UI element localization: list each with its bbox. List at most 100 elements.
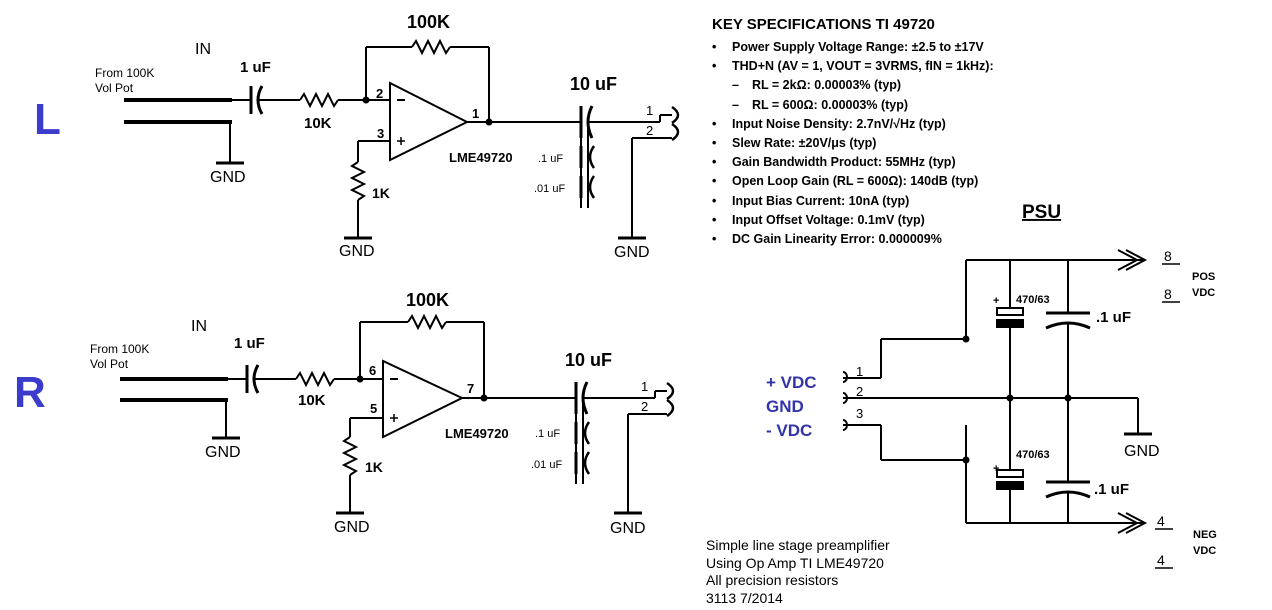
spec-bullet: • [712,136,717,151]
spec-item: –RL = 600Ω: 0.00003% (typ) [712,96,1032,115]
psu-ecap-lower-plus: + [993,463,999,475]
psu-pin-2: 2 [856,384,863,399]
spec-bullet: – [732,97,739,112]
psu-ecap-upper-plus: + [993,295,999,307]
right-pin-noninv: 5 [370,401,377,416]
right-opamp-label: LME49720 [445,426,509,441]
left-gnd-output: GND [614,244,650,261]
key-specifications: KEY SPECIFICATIONS TI 49720 • Power Suppl… [712,16,1032,249]
right-in-label: IN [191,318,207,335]
right-feedback-res-label: 100K [406,290,449,310]
psu-input-pos: + VDC [766,373,817,392]
right-pin-inv: 6 [369,363,376,378]
psu-pos-pin-a: 8 [1164,248,1172,264]
right-gnd-output: GND [610,520,646,537]
spec-text: DC Gain Linearity Error: 0.000009% [732,232,942,247]
psu-input-neg: - VDC [766,421,812,440]
left-bypass-cap-1: .1 uF [538,153,563,165]
right-gnd-res: GND [334,519,370,536]
spec-text: Input Noise Density: 2.7nV/√Hz (typ) [732,116,946,131]
psu-pos-label-2: VDC [1192,287,1215,299]
right-jack-pin-2: 2 [641,399,648,414]
spec-bullet: • [712,212,717,227]
left-opamp-label: LME49720 [449,150,513,165]
spec-bullet: • [712,116,717,131]
spec-bullet: • [712,174,717,189]
right-jack-pin-1: 1 [641,379,648,394]
psu-ecap-lower-label: 470/63 [1016,449,1050,461]
left-source-line2: Vol Pot [95,81,134,95]
spec-text: Power Supply Voltage Range: ±2.5 to ±17V [732,40,984,54]
psu-gnd: GND [1124,443,1160,460]
right-source-line2: Vol Pot [90,357,129,371]
design-notes: Simple line stage preamplifier Using Op … [706,537,890,607]
spec-item: –RL = 2kΩ: 0.00003% (typ) [712,76,1032,95]
left-feedback-res-label: 100K [407,12,450,32]
right-bypass-cap-2: .01 uF [531,459,562,471]
note-line: Simple line stage preamplifier [706,537,890,553]
spec-text: RL = 600Ω: 0.00003% (typ) [752,97,909,112]
spec-text: THD+N (AV = 1, VOUT = 3VRMS, fIN = 1kHz)… [732,59,994,74]
spec-item: • Input Noise Density: 2.7nV/√Hz (typ) [712,115,1032,134]
spec-item: • THD+N (AV = 1, VOUT = 3VRMS, fIN = 1kHz… [712,57,1032,76]
spec-text: Slew Rate: ±20V/μs (typ) [732,136,877,151]
left-bypass-cap-2: .01 uF [534,183,565,195]
spec-bullet: • [712,59,717,74]
psu-neg-pin-a: 4 [1157,513,1165,529]
right-ground-res-label: 1K [365,459,383,475]
right-input-cap-label: 1 uF [234,335,265,352]
left-jack-pin-2: 2 [646,123,653,138]
note-line: All precision resistors [706,572,839,588]
spec-bullet: • [712,193,717,208]
spec-item: • Open Loop Gain (RL = 600Ω): 140dB (typ) [712,172,1032,191]
psu-film-lower-label: .1 uF [1094,481,1129,498]
right-gnd-input: GND [205,444,241,461]
spec-item: • Input Offset Voltage: 0.1mV (typ) [712,211,1032,230]
spec-text: Gain Bandwidth Product: 55MHz (typ) [732,155,956,170]
left-pin-inv: 2 [376,86,383,101]
spec-bullet: • [712,155,717,170]
spec-item: •DC Gain Linearity Error: 0.000009% [712,230,1032,249]
note-line: Using Op Amp TI LME49720 [706,554,884,571]
psu-neg-pin-b: 4 [1157,552,1165,568]
left-gnd-res: GND [339,243,375,260]
left-output-cap-label: 10 uF [570,74,617,94]
spec-bullet: – [732,78,739,93]
left-pin-noninv: 3 [377,126,384,141]
left-input-res-label: 10K [304,115,332,132]
spec-item: • Gain Bandwidth Product: 55MHz (typ) [712,153,1032,172]
right-bypass-cap-1: .1 uF [535,428,560,440]
psu-ecap-upper-label: 470/63 [1016,294,1050,306]
spec-text: Input Offset Voltage: 0.1mV (typ) [732,212,925,227]
psu-input-gnd: GND [766,397,804,416]
left-pin-out: 1 [472,106,479,121]
psu-title: PSU [1022,202,1061,223]
psu-neg-label-1: NEG [1193,529,1217,541]
specs-title: KEY SPECIFICATIONS TI 49720 [712,16,935,33]
spec-item: • Power Supply Voltage Range: ±2.5 to ±17… [712,38,1032,57]
psu-pin-3: 3 [856,406,863,421]
psu-film-upper-label: .1 uF [1096,309,1131,326]
left-in-label: IN [195,41,211,58]
psu-pin-1: 1 [856,364,863,379]
spec-text: RL = 2kΩ: 0.00003% (typ) [752,78,902,93]
note-line: 3113 7/2014 [706,589,783,606]
right-channel-circuit [120,313,675,515]
spec-bullet: • [712,40,717,54]
left-channel-circuit [124,38,680,240]
left-source-line1: From 100K [95,66,154,80]
psu-circuit [842,249,1180,569]
right-output-cap-label: 10 uF [565,350,612,370]
spec-text: Open Loop Gain (RL = 600Ω): 140dB (typ) [732,174,979,189]
spec-text: Input Bias Current: 10nA (typ) [732,193,910,208]
psu-pos-pin-b: 8 [1164,286,1172,302]
right-input-res-label: 10K [298,392,326,409]
left-ground-res-label: 1K [372,185,390,201]
right-source-line1: From 100K [90,342,149,356]
right-pin-out: 7 [467,381,474,396]
left-input-cap-label: 1 uF [240,59,271,76]
spec-item: • Slew Rate: ±20V/μs (typ) [712,134,1032,153]
spec-item: • Input Bias Current: 10nA (typ) [712,192,1032,211]
specs-list: • Power Supply Voltage Range: ±2.5 to ±17… [712,38,1032,249]
